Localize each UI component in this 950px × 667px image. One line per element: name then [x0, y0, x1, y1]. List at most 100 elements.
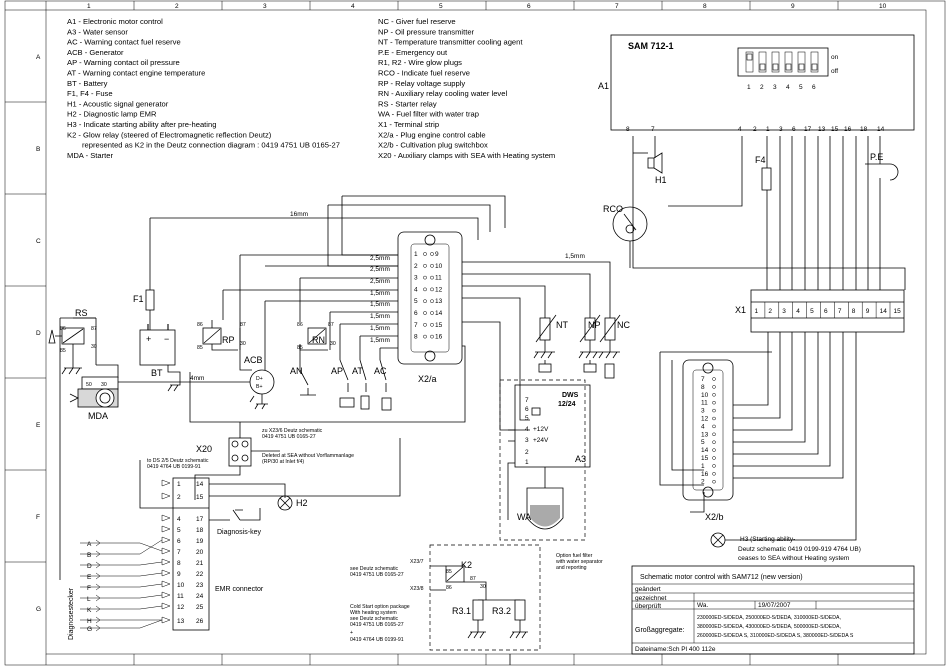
- sam-box: [610, 34, 915, 131]
- x1-terminal: 1: [755, 308, 759, 315]
- wire-15-2: 1,5mm: [370, 301, 390, 308]
- at-label: AT: [352, 366, 363, 376]
- emr-pin: 23: [196, 582, 204, 589]
- row-label: E: [36, 422, 41, 429]
- x1-terminal: 15: [894, 308, 902, 315]
- acb-bplus: B+: [256, 384, 263, 390]
- tb-models-1: 230000ED-S/DEDA, 250000ED-S/DEDA, 310000…: [697, 615, 841, 621]
- rn-label: RN: [312, 335, 325, 345]
- tb-grossaggregate: Großaggregate:: [635, 627, 684, 634]
- k2-pin-87: 87: [470, 576, 476, 582]
- f1-label: F1: [133, 294, 144, 304]
- rs-pin-85: 85: [60, 348, 66, 354]
- emr-pin: 13: [177, 618, 185, 625]
- x2b-label: X2/b: [705, 512, 724, 522]
- h1-label: H1: [655, 175, 667, 185]
- emr-pin: 15: [196, 494, 204, 501]
- ac-label: AC: [374, 366, 387, 376]
- dip-switch: [784, 51, 793, 73]
- tb-filename: Dateiname:Sch Pl 400 112e: [635, 646, 716, 653]
- x2a-pin: 10: [435, 263, 443, 270]
- tb-ueberprueft: überprüft: [635, 603, 661, 610]
- x23-8-label: X23/8: [410, 586, 424, 592]
- x1-terminal: 4: [796, 308, 800, 315]
- legend-entry: R1, R2 - Wire glow plugs: [378, 58, 462, 67]
- ap-label: AP: [331, 366, 343, 376]
- x2a-pin: 15: [435, 322, 443, 329]
- x1-terminal: 5: [810, 308, 814, 315]
- rp-pin-30: 30: [240, 341, 246, 347]
- dws-label: DWS: [562, 392, 579, 399]
- cold-note-3: see Deutz schematic: [350, 616, 399, 622]
- temp-sensor-icon: [538, 363, 552, 373]
- x2a-pin: 9: [435, 251, 439, 258]
- emr-pin: 11: [177, 593, 184, 600]
- emr-pin: 2: [177, 494, 181, 501]
- rs-label: RS: [75, 308, 88, 318]
- k2-note-b: 0419 4751 UB 0165-27: [350, 572, 404, 578]
- emr-pin: 26: [196, 618, 204, 625]
- emr-pin: 21: [196, 560, 204, 567]
- acb-dplus: D+: [256, 376, 263, 382]
- dip-on-label: on: [831, 54, 839, 61]
- module-label-a1: A1: [598, 81, 609, 91]
- legend-entry: F1, F4 - Fuse: [67, 89, 113, 98]
- dip-switch: [797, 51, 806, 73]
- fuse-f4-icon: [761, 167, 772, 191]
- dws-pin-1: 1: [525, 459, 529, 466]
- diag-pin-letter: L: [87, 596, 91, 603]
- acb-label: ACB: [244, 355, 263, 365]
- cold-start-option: K2 85 86 87 30 X23/7 X23/8 see Deutz sch…: [350, 544, 541, 665]
- at-sensor-icon: [360, 395, 370, 410]
- x1-terminal: 6: [824, 308, 828, 315]
- emr-label: EMR connector: [215, 586, 264, 593]
- x2a-pin: 4: [414, 286, 418, 293]
- x2b-pin: 12: [701, 416, 709, 423]
- mda-pin-50: 50: [86, 382, 92, 388]
- title-text: Schematic motor control with SAM712 (new…: [640, 574, 803, 581]
- rp-label: RP: [222, 335, 235, 345]
- dws-24v: +24V: [533, 437, 549, 444]
- x2b-pin: 13: [701, 431, 709, 438]
- mda-pin-30: 30: [101, 382, 107, 388]
- wire-25-2: 2,5mm: [370, 266, 390, 273]
- emr-pin: 19: [196, 538, 204, 545]
- wire-4mm-label: 4mm: [190, 375, 204, 382]
- h3-lamp: H3 (Starting ability- Deutz schematic 04…: [710, 332, 861, 562]
- r31-label: R3.1: [452, 606, 471, 616]
- x1-terminal: 9: [866, 308, 870, 315]
- filter-note-2: with water separator: [556, 559, 603, 565]
- tb-models-3: 260000ED-S/DEDA S, 310000ED-S/DEDA S, 38…: [697, 633, 854, 639]
- x2a-label: X2/a: [418, 374, 437, 384]
- r32-label: R3.2: [492, 606, 511, 616]
- sam-pin: 15: [831, 126, 839, 133]
- sam-pin: 13: [818, 126, 826, 133]
- x2b-pin: 7: [701, 376, 705, 383]
- wa-label: WA: [517, 512, 531, 522]
- rp-pin-86: 86: [197, 322, 203, 328]
- column-label: 1: [87, 3, 91, 10]
- legend-entry: A1 - Electronic motor control: [67, 17, 163, 26]
- fuse-f1-icon: [145, 289, 155, 311]
- legend-entry: represented as K2 in the Deutz connectio…: [82, 141, 340, 150]
- x1-label: X1: [735, 305, 746, 315]
- dip-switch: [758, 51, 767, 73]
- x2b-pin: 4: [701, 423, 705, 430]
- option-fuel-filter-box: [499, 379, 586, 541]
- legend-entry: RN - Auxiliary relay cooling water level: [378, 89, 507, 98]
- legend-entry: AT - Warning contact engine temperature: [67, 69, 205, 78]
- mda-label: MDA: [88, 411, 108, 421]
- diag-pin-letter: H: [87, 618, 92, 625]
- wire-15-6: 1,5mm: [565, 253, 585, 260]
- x2a-pin: 6: [414, 310, 418, 317]
- k2-pin-85: 85: [446, 569, 452, 575]
- dws-pin-4: 4: [525, 426, 529, 433]
- legend-entry: AP - Warning contact oil pressure: [67, 58, 180, 67]
